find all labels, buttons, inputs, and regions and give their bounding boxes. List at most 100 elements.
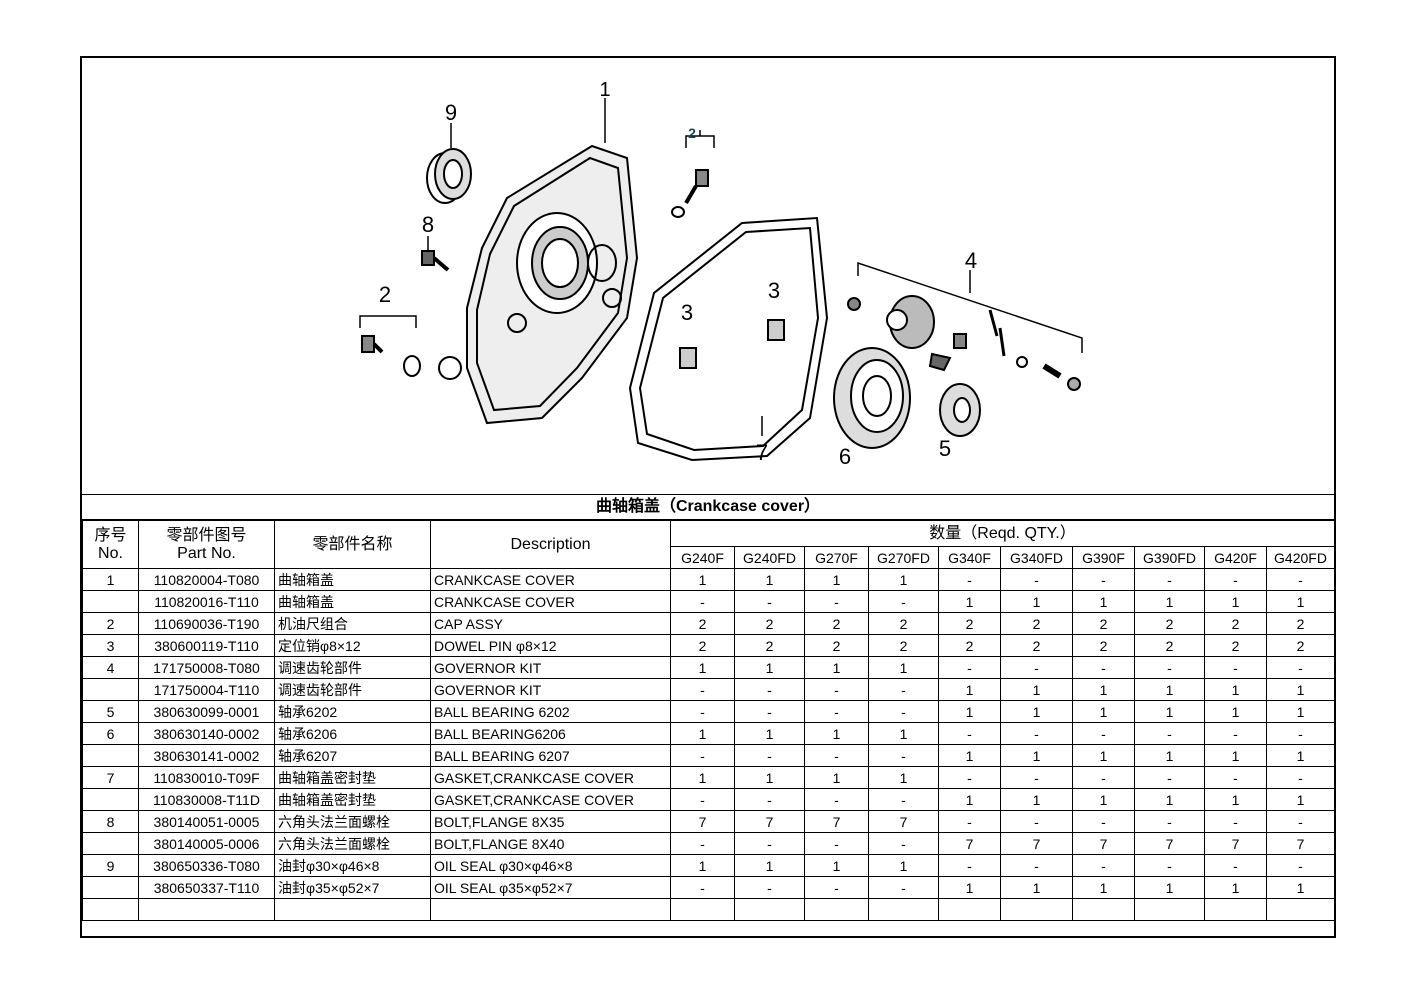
row-qty: 7 xyxy=(1204,832,1267,855)
row-description: GASKET,CRANKCASE COVER xyxy=(430,788,671,811)
row-no: 1 xyxy=(82,568,139,591)
row-name-cn: 油封φ30×φ46×8 xyxy=(274,854,431,877)
gasket-drawing xyxy=(628,216,829,462)
table-title: 曲轴箱盖（Crankcase cover） xyxy=(82,494,1334,520)
row-qty: - xyxy=(1072,568,1135,591)
row-qty: 1 xyxy=(1134,678,1205,701)
row-qty: - xyxy=(734,876,805,899)
row-qty: - xyxy=(868,788,939,811)
callout-5: 5 xyxy=(939,436,951,461)
row-description: GOVERNOR KIT xyxy=(430,678,671,701)
row-description: BALL BEARING 6202 xyxy=(430,700,671,723)
row-qty: 2 xyxy=(734,612,805,635)
row-description: BOLT,FLANGE 8X40 xyxy=(430,832,671,855)
row-qty: 1 xyxy=(1072,788,1135,811)
row-qty: 2 xyxy=(670,612,735,635)
row-qty: - xyxy=(868,876,939,899)
header-model: G420FD xyxy=(1265,546,1336,569)
row-description: CRANKCASE COVER xyxy=(430,590,671,613)
row-qty: 2 xyxy=(868,612,939,635)
blank-cell xyxy=(1265,898,1336,921)
row-qty: 1 xyxy=(938,744,1001,767)
row-qty: 1 xyxy=(1134,590,1205,613)
ball-bearing-6206-drawing xyxy=(833,347,911,449)
row-qty: 1 xyxy=(670,568,735,591)
row-part-no: 380630140-0002 xyxy=(138,722,275,745)
row-qty: - xyxy=(938,568,1001,591)
row-qty: 1 xyxy=(804,766,869,789)
row-part-no: 380630141-0002 xyxy=(138,744,275,767)
row-description: GASKET,CRANKCASE COVER xyxy=(430,766,671,789)
dowel-pins-drawing xyxy=(679,319,785,369)
row-qty: - xyxy=(1204,722,1267,745)
row-qty: 1 xyxy=(1265,788,1336,811)
row-qty: 2 xyxy=(1134,612,1205,635)
row-qty: - xyxy=(1072,766,1135,789)
row-name-cn: 调速齿轮部件 xyxy=(274,656,431,679)
row-qty: 1 xyxy=(1265,590,1336,613)
row-no xyxy=(82,744,139,767)
header-model: G240F xyxy=(670,546,735,569)
row-qty: - xyxy=(1134,656,1205,679)
row-qty: 1 xyxy=(868,722,939,745)
row-qty: - xyxy=(1134,568,1205,591)
row-part-no: 380140051-0005 xyxy=(138,810,275,833)
row-qty: - xyxy=(1265,766,1336,789)
row-qty: 1 xyxy=(1204,788,1267,811)
header-model: G240FD xyxy=(734,546,805,569)
row-qty: 1 xyxy=(1134,744,1205,767)
row-qty: - xyxy=(734,832,805,855)
row-qty: - xyxy=(1265,656,1336,679)
row-qty: 7 xyxy=(868,810,939,833)
row-qty: - xyxy=(1134,854,1205,877)
row-qty: - xyxy=(804,832,869,855)
row-no: 9 xyxy=(82,854,139,877)
row-qty: 1 xyxy=(1000,744,1073,767)
row-description: DOWEL PIN φ8×12 xyxy=(430,634,671,657)
row-qty: 1 xyxy=(868,766,939,789)
row-qty: 1 xyxy=(938,590,1001,613)
row-description: BOLT,FLANGE 8X35 xyxy=(430,810,671,833)
row-name-cn: 六角头法兰面螺栓 xyxy=(274,810,431,833)
row-qty: - xyxy=(1000,854,1073,877)
row-qty: 1 xyxy=(670,656,735,679)
row-part-no: 171750008-T080 xyxy=(138,656,275,679)
row-qty: - xyxy=(670,788,735,811)
header-model: G390FD xyxy=(1134,546,1205,569)
row-no: 6 xyxy=(82,722,139,745)
row-qty: - xyxy=(1000,568,1073,591)
row-qty: 1 xyxy=(1000,700,1073,723)
row-qty: - xyxy=(670,700,735,723)
row-qty: - xyxy=(1134,810,1205,833)
crankcase-cover-drawing xyxy=(438,144,639,425)
row-qty: 2 xyxy=(938,612,1001,635)
header-model: G420F xyxy=(1204,546,1267,569)
blank-cell xyxy=(938,898,1001,921)
row-part-no: 110820016-T110 xyxy=(138,590,275,613)
header-model: G390F xyxy=(1072,546,1135,569)
row-qty: - xyxy=(670,876,735,899)
row-qty: - xyxy=(1072,722,1135,745)
ball-bearing-6202-drawing xyxy=(939,383,981,437)
row-qty: - xyxy=(804,788,869,811)
row-no xyxy=(82,876,139,899)
header-no-cn: 序号 xyxy=(94,526,127,544)
row-qty: - xyxy=(1000,722,1073,745)
row-part-no: 110820004-T080 xyxy=(138,568,275,591)
row-qty: 1 xyxy=(1000,876,1073,899)
row-part-no: 380600119-T110 xyxy=(138,634,275,657)
row-description: BALL BEARING6206 xyxy=(430,722,671,745)
header-model: G340FD xyxy=(1000,546,1073,569)
row-no xyxy=(82,788,139,811)
callout-2-left: 2 xyxy=(379,282,391,307)
row-qty: 2 xyxy=(1000,634,1073,657)
row-name-cn: 曲轴箱盖密封垫 xyxy=(274,766,431,789)
blank-cell xyxy=(1000,898,1073,921)
row-qty: - xyxy=(1265,722,1336,745)
row-qty: - xyxy=(670,832,735,855)
